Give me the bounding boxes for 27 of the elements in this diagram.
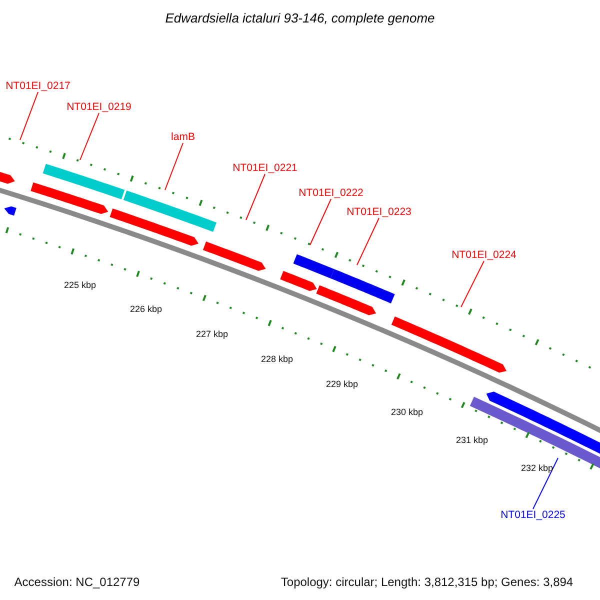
gene-label: NT01EI_0221 — [232, 162, 298, 174]
genome-summary: Topology: circular; Length: 3,812,315 bp; Genes: 3,894 — [280, 575, 574, 589]
accession-note: Accession: NC_012779 — [14, 575, 140, 589]
scale-label: 230 kbp — [390, 407, 424, 417]
leader-line — [356, 218, 380, 266]
leader-line — [246, 174, 266, 220]
gene-label: NT01EI_0217 — [6, 80, 70, 92]
scale-label: 229 kbp — [326, 379, 358, 389]
gene-label: NT01EI_0219 — [66, 101, 132, 113]
gene-label: NT01EI_0223 — [346, 206, 412, 218]
scale-label: 225 kbp — [64, 280, 96, 290]
leader-line — [460, 260, 484, 308]
scale-label: 226 kbp — [130, 304, 162, 314]
scale-label: 231 kbp — [456, 435, 488, 445]
leader-line — [532, 458, 558, 510]
scale-label: 228 kbp — [260, 354, 294, 364]
gene-label: NT01EI_0222 — [298, 187, 364, 199]
leader-line — [164, 142, 184, 190]
gene-label: lamB — [171, 131, 195, 143]
diagram-title: Edwardsiella ictaluri 93-146, complete genome — [165, 10, 435, 26]
leader-line — [20, 92, 38, 140]
gene-label: NT01EI_0224 — [452, 249, 516, 261]
scale-label: 232 kbp — [520, 463, 554, 473]
leader-line — [310, 198, 332, 246]
gene-label: NT01EI_0225 — [500, 509, 566, 521]
scale-label: 227 kbp — [196, 329, 228, 339]
leader-line — [80, 112, 100, 160]
